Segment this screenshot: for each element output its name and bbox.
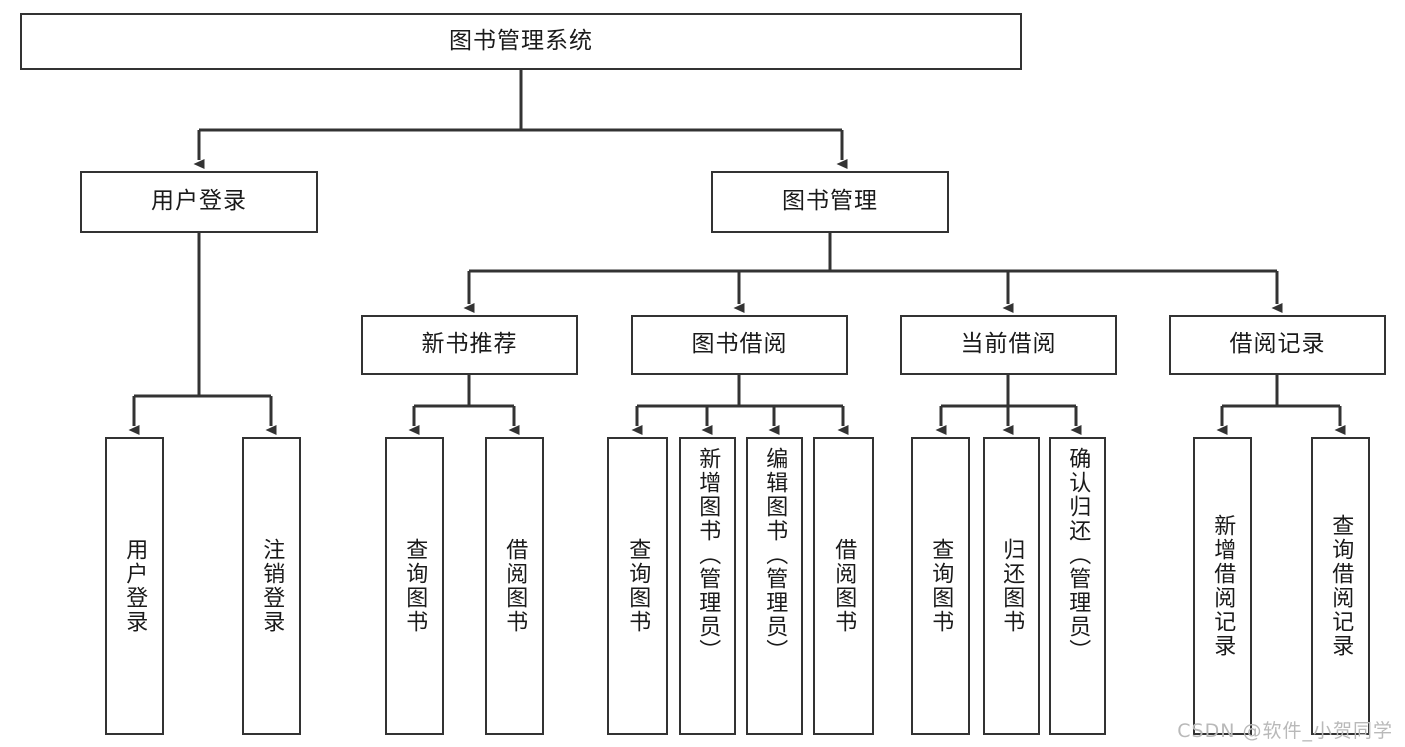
node-label: 当前借阅 bbox=[960, 331, 1057, 358]
node-label: 查询借阅记录 bbox=[1328, 514, 1354, 658]
leaf-return-book[interactable]: 归还图书 bbox=[983, 437, 1040, 735]
node-label: 查询图书 bbox=[402, 538, 428, 634]
watermark-text: CSDN @软件_小贺同学 bbox=[1177, 720, 1393, 742]
node-root-book-management-system[interactable]: 图书管理系统 bbox=[20, 13, 1022, 70]
leaf-confirm-return-admin[interactable]: 确认归还（管理员） bbox=[1049, 437, 1106, 735]
node-label: 归还图书 bbox=[999, 538, 1025, 634]
node-label: 图书借阅 bbox=[691, 331, 788, 358]
node-label: 借阅图书 bbox=[502, 538, 528, 634]
node-new-book-recommend[interactable]: 新书推荐 bbox=[361, 315, 578, 375]
node-borrow-record[interactable]: 借阅记录 bbox=[1169, 315, 1386, 375]
leaf-borrow-book[interactable]: 借阅图书 bbox=[813, 437, 874, 735]
node-label: 查询图书 bbox=[928, 538, 954, 634]
node-label: 用户登录 bbox=[122, 538, 148, 634]
leaf-query-book-current[interactable]: 查询图书 bbox=[911, 437, 970, 735]
node-label: 新增图书（管理员） bbox=[695, 447, 721, 663]
node-label: 借阅记录 bbox=[1229, 331, 1326, 358]
node-book-management[interactable]: 图书管理 bbox=[711, 171, 949, 233]
leaf-user-login[interactable]: 用户登录 bbox=[105, 437, 164, 735]
leaf-edit-book-admin[interactable]: 编辑图书（管理员） bbox=[746, 437, 803, 735]
node-label: 用户登录 bbox=[151, 188, 247, 215]
node-label: 图书管理 bbox=[782, 188, 878, 215]
node-label: 编辑图书（管理员） bbox=[762, 447, 788, 663]
leaf-query-borrow-record[interactable]: 查询借阅记录 bbox=[1311, 437, 1370, 735]
leaf-add-book-admin[interactable]: 新增图书（管理员） bbox=[679, 437, 736, 735]
leaf-logout[interactable]: 注销登录 bbox=[242, 437, 301, 735]
leaf-query-book-recommend[interactable]: 查询图书 bbox=[385, 437, 444, 735]
node-label: 借阅图书 bbox=[831, 538, 857, 634]
node-label: 新增借阅记录 bbox=[1210, 514, 1236, 658]
node-current-borrow[interactable]: 当前借阅 bbox=[900, 315, 1117, 375]
node-label: 图书管理系统 bbox=[449, 27, 593, 54]
node-label: 查询图书 bbox=[625, 538, 651, 634]
node-label: 确认归还（管理员） bbox=[1065, 447, 1091, 663]
node-book-borrow[interactable]: 图书借阅 bbox=[631, 315, 848, 375]
leaf-borrow-book-recommend[interactable]: 借阅图书 bbox=[485, 437, 544, 735]
node-label: 注销登录 bbox=[259, 538, 285, 634]
leaf-add-borrow-record[interactable]: 新增借阅记录 bbox=[1193, 437, 1252, 735]
node-label: 新书推荐 bbox=[421, 331, 518, 358]
leaf-query-book-borrow[interactable]: 查询图书 bbox=[607, 437, 668, 735]
node-user-login[interactable]: 用户登录 bbox=[80, 171, 318, 233]
